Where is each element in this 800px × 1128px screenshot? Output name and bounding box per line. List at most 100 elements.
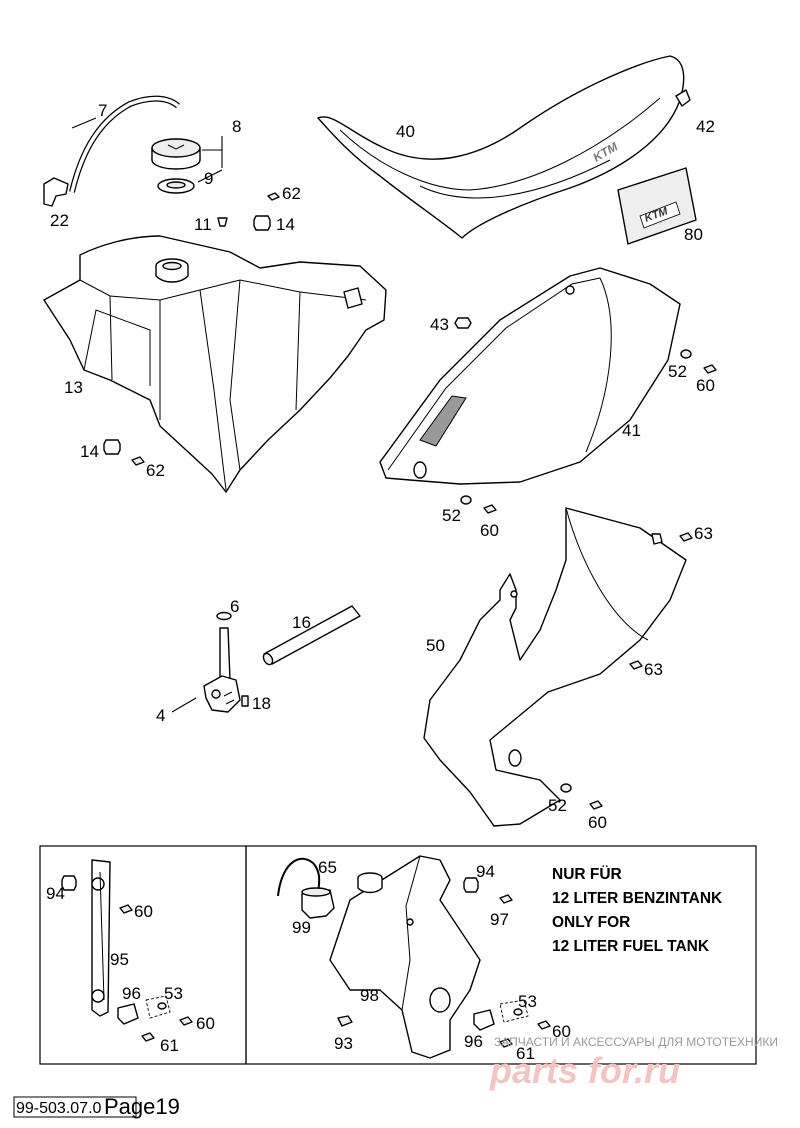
inset-box-right [245, 845, 757, 1065]
note-line: NUR FÜR [552, 866, 622, 883]
hose-elbow-fitting [43, 177, 69, 207]
watermark-text: ЗАПЧАСТИ И АКСЕССУАРЫ ДЛЯ МОТОТЕХНИКИ [494, 1035, 778, 1049]
part-label: 93 [334, 1034, 353, 1053]
rubber-buffer-14 [103, 439, 121, 455]
part-label: 94 [476, 862, 495, 881]
bolt-60 [119, 904, 133, 914]
part-label: 7 [98, 101, 107, 120]
fuel-breather-hose [69, 95, 181, 193]
screw-18 [241, 695, 249, 707]
part-label: 63 [644, 660, 663, 679]
note-line: 12 LITER FUEL TANK [552, 938, 710, 955]
part-label: 42 [696, 117, 715, 136]
part-label: 53 [164, 984, 183, 1003]
part-label: 98 [360, 986, 379, 1005]
washer-53 [513, 1008, 523, 1016]
part-label: 50 [426, 636, 445, 655]
bolt-62 [267, 192, 280, 201]
bolt-61 [141, 1032, 155, 1042]
rubber-mount-96 [117, 1003, 139, 1025]
fuel-tank [43, 235, 387, 493]
bolt-93 [337, 1015, 353, 1027]
tank-note: NUR FÜR 12 LITER BENZINTANK ONLY FOR 12 … [552, 866, 723, 955]
part-label: 96 [122, 984, 141, 1003]
part-label: 14 [276, 215, 295, 234]
part-label: 60 [552, 1022, 571, 1041]
fuel-tank-12-liter [329, 855, 481, 1059]
bolt-60 [703, 364, 717, 374]
part-labels: 7 8 9 22 62 11 14 40 42 80 13 14 62 43 5… [46, 101, 715, 1063]
bolt-61 [499, 1038, 513, 1048]
part-label: 13 [64, 378, 83, 397]
fuel-tap [203, 611, 241, 713]
page-label: Page19 [104, 1094, 180, 1119]
bolt-60 [179, 1016, 193, 1026]
bolt-60 [483, 504, 497, 514]
bolt-62 [131, 456, 145, 466]
nut-43 [454, 317, 472, 329]
side-cover-panel [423, 507, 687, 827]
washer-53 [157, 1002, 167, 1010]
part-label: 16 [292, 613, 311, 632]
part-label: 43 [430, 315, 449, 334]
part-label: 52 [668, 362, 687, 381]
part-label: 65 [318, 858, 337, 877]
ktm-decal-sticker: KTM [617, 167, 697, 245]
vent-hose-65 [277, 857, 321, 897]
part-label: 9 [204, 169, 213, 188]
screw-11 [217, 217, 228, 227]
fuel-hose [262, 605, 361, 666]
part-label: 80 [684, 225, 703, 244]
part-label: 18 [252, 694, 271, 713]
fuel-filler-cap [151, 138, 201, 170]
washer-52 [460, 495, 472, 505]
note-line: ONLY FOR [552, 914, 630, 931]
tank-spoiler-left [379, 267, 681, 485]
seat: KTM [317, 55, 691, 239]
part-label: 60 [134, 902, 153, 921]
rubber-buffer-14 [253, 215, 271, 231]
rubber-mount-96 [473, 1009, 495, 1031]
part-label: 52 [442, 506, 461, 525]
footer: 99-503.07.0 Page19 [13, 1094, 180, 1119]
part-label: 97 [490, 910, 509, 929]
part-label: 6 [230, 597, 239, 616]
part-label: 63 [694, 524, 713, 543]
part-label: 40 [396, 122, 415, 141]
part-label: 53 [518, 992, 537, 1011]
part-label: 41 [622, 421, 641, 440]
spacer-94 [463, 877, 479, 893]
part-label: 60 [696, 376, 715, 395]
part-label: 60 [196, 1014, 215, 1033]
part-label: 60 [588, 813, 607, 832]
part-label: 99 [292, 918, 311, 937]
part-label: 8 [232, 117, 241, 136]
spacer-94 [61, 875, 77, 891]
bolt-97 [499, 894, 513, 904]
tank-bracket [91, 859, 111, 1017]
filler-cap-seal [157, 178, 195, 194]
filler-cap-99 [301, 887, 335, 919]
part-label: 11 [194, 215, 212, 234]
part-label: 60 [480, 521, 499, 540]
part-label: 52 [548, 796, 567, 815]
part-label: 62 [282, 184, 301, 203]
part-label: 94 [46, 884, 65, 903]
part-label: 62 [146, 461, 165, 480]
doc-number: 99-503.07.0 [16, 1100, 102, 1117]
part-label: 96 [464, 1032, 483, 1051]
washer-52 [680, 349, 692, 359]
part-label: 22 [50, 211, 69, 230]
bolt-63 [629, 660, 643, 670]
watermark: parts for.ru ЗАПЧАСТИ И АКСЕССУАРЫ ДЛЯ М… [489, 1035, 778, 1091]
bolt-60 [537, 1020, 551, 1030]
part-label: 95 [110, 950, 129, 969]
part-label: 14 [80, 442, 99, 461]
part-label: 4 [156, 706, 165, 725]
note-line: 12 LITER BENZINTANK [552, 890, 723, 907]
watermark-logo: parts for.ru [489, 1050, 680, 1091]
bolt-60 [589, 800, 603, 810]
part-label: 61 [160, 1036, 179, 1055]
bolt-63 [679, 532, 693, 542]
